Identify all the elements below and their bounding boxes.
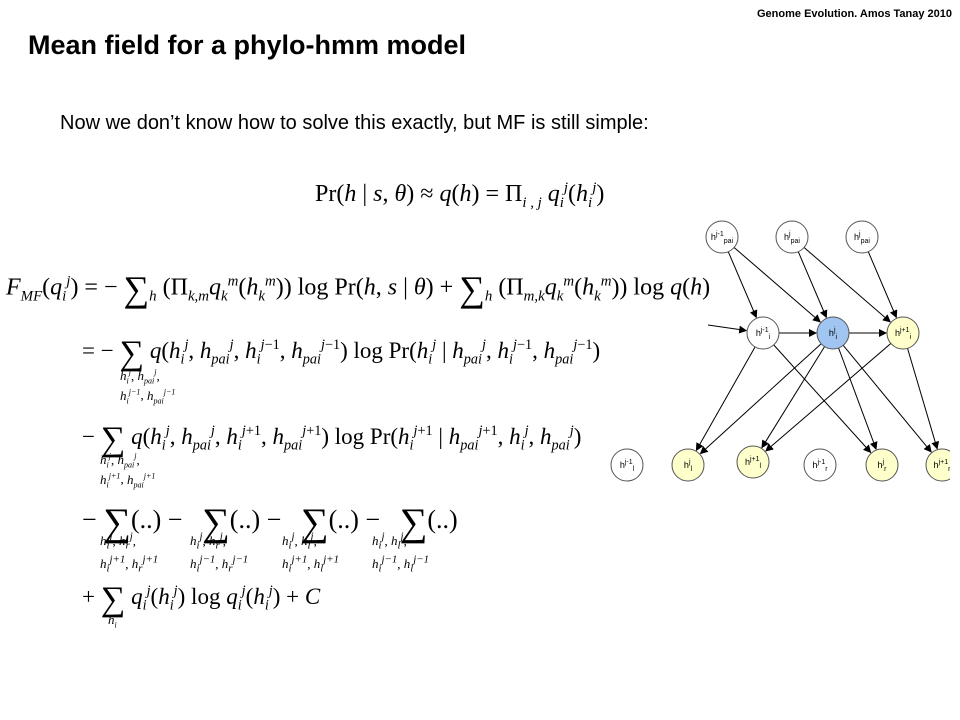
expansion-line-2-sum-index: hij, hpaij,hij−1, hpaij−1 bbox=[120, 368, 176, 406]
edge-hi_jp1-to-hr_jp1 bbox=[907, 348, 940, 450]
node-label: hj-1pai bbox=[711, 231, 734, 245]
edge-hpai_j-to-hi_jp1 bbox=[803, 247, 891, 323]
node-hi_jp1: hj+1i bbox=[886, 316, 920, 350]
node-circle bbox=[775, 220, 809, 254]
node-circle bbox=[886, 316, 920, 350]
node-hr_j: hjr bbox=[865, 448, 899, 482]
node-circle bbox=[671, 448, 705, 482]
edge-hi_jm1-to-hr_j bbox=[773, 344, 872, 454]
node-circle bbox=[925, 448, 950, 482]
node-hl_j: hjl bbox=[671, 448, 705, 482]
edge-hi_j-to-hl_jp1 bbox=[761, 346, 825, 449]
expansion-line-4-sum-index-3: hij, hlj,hij+1, hlj+1 bbox=[282, 531, 339, 575]
expansion-line-3-sum-index: hij, hpaij,hij+1, hpaij+1 bbox=[100, 452, 156, 490]
node-label: hjpai bbox=[784, 231, 800, 245]
edge-hi_jm1-to-hl_j bbox=[695, 346, 756, 452]
expansion-line-5-sum-index: hi bbox=[108, 612, 117, 630]
expansion-line-4: − ∑(..) − ∑(..) − ∑(..) − ∑(..) bbox=[82, 501, 458, 544]
slide-subtitle: Now we don’t know how to solve this exac… bbox=[60, 112, 649, 134]
edge-hpai_jm1-to-hi_j bbox=[733, 247, 821, 323]
header-note: Genome Evolution. Amos Tanay 2010 bbox=[757, 8, 952, 20]
node-circle bbox=[736, 445, 770, 479]
node-hr_jm1: hj-1r bbox=[803, 448, 837, 482]
node-hr_jp1: hj+1r bbox=[925, 448, 950, 482]
edge-hpai_jm1-to-hi_jm1 bbox=[727, 251, 758, 319]
node-circle bbox=[705, 220, 739, 254]
expansion-line-2: = − ∑ q(hij, hpaij, hij−1, hpaij−1) log … bbox=[82, 334, 601, 372]
node-hl_jp1: hj+1l bbox=[736, 445, 770, 479]
node-label: hj-1l bbox=[620, 459, 635, 473]
node-hi_j: hji bbox=[816, 316, 850, 350]
node-circle bbox=[816, 316, 850, 350]
edge-hi_j-to-hr_j bbox=[838, 347, 878, 451]
node-circle bbox=[845, 220, 879, 254]
node-circle bbox=[803, 448, 837, 482]
node-hpai_jp1: hjpai bbox=[845, 220, 879, 254]
edge-hpai_j-to-hi_j bbox=[797, 251, 828, 319]
node-hi_jm1: hj-1i bbox=[746, 316, 780, 350]
node-circle bbox=[865, 448, 899, 482]
expansion-line-4-sum-index-1: hij, hrj,hij+1, hrj+1 bbox=[100, 531, 159, 575]
node-hl_jm1: hj-1l bbox=[610, 448, 644, 482]
edge-hpai_jp1-to-hi_jp1 bbox=[867, 251, 898, 319]
edge-hi_jp1-to-hl_jp1 bbox=[765, 343, 892, 452]
edge-hi_j-to-hr_jp1 bbox=[842, 345, 932, 453]
node-label: hj+1l bbox=[745, 456, 762, 470]
expansion-line-4-sum-index-4: hij, hlj,hij−1, hlj−1 bbox=[372, 531, 429, 575]
node-label: hj-1r bbox=[812, 459, 828, 473]
slide-title: Mean field for a phylo-hmm model bbox=[28, 30, 467, 60]
node-label: hji bbox=[829, 327, 838, 341]
node-label: hj+1r bbox=[934, 459, 950, 473]
expansion-line-4-sum-index-2: hij, hrj,hij−1, hrj−1 bbox=[190, 531, 249, 575]
node-label: hj-1i bbox=[756, 327, 771, 341]
node-label: hjpai bbox=[854, 231, 870, 245]
expansion-line-5: + ∑ qij(hij) log qij(hij) + C bbox=[82, 580, 321, 618]
edge-hi_j-to-hl_j bbox=[699, 343, 822, 455]
edge-in-to-hi_jm1 bbox=[707, 324, 748, 334]
phylo-hmm-graph: hj-1pai hjpai hjpai hj-1i hji hj+1i hj-1l hjl hj… bbox=[610, 220, 950, 482]
free-energy-equation: FMF(qij) = − ∑h (Πk,mqkm(hkm)) log Pr(h,… bbox=[6, 269, 711, 309]
node-label: hjl bbox=[684, 459, 693, 473]
node-label: hjr bbox=[878, 459, 888, 473]
node-hpai_jm1: hj-1pai bbox=[705, 220, 739, 254]
node-label: hj+1i bbox=[895, 327, 912, 341]
node-circle bbox=[610, 448, 644, 482]
expansion-line-3: − ∑ q(hij, hpaij, hij+1, hpaij+1) log Pr… bbox=[82, 420, 582, 458]
node-circle bbox=[746, 316, 780, 350]
main-approximation-equation: Pr(h | s, θ) ≈ q(h) = Πi , j qij(hij) bbox=[315, 180, 605, 211]
node-hpai_j: hjpai bbox=[775, 220, 809, 254]
